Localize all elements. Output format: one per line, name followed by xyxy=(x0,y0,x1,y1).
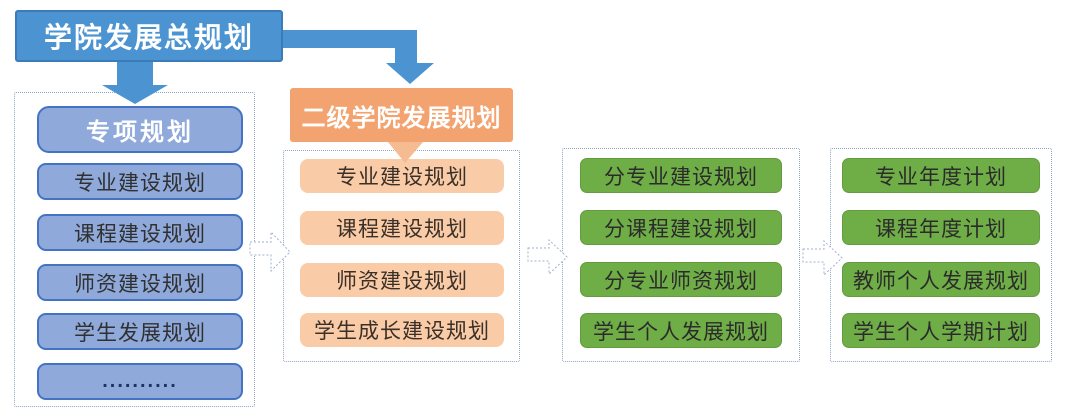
special-plan-item: 学生发展规划 xyxy=(37,313,243,350)
secondary-college-plan-box: 二级学院发展规划 xyxy=(290,88,513,142)
elbow-arrow-icon xyxy=(283,30,434,84)
sub-plan-item: 分专业师资规划 xyxy=(580,262,782,297)
special-plan-item: 课程建设规划 xyxy=(37,214,243,251)
sub-plan-item: 分课程建设规划 xyxy=(580,210,782,245)
special-plans-header: 专项规划 xyxy=(37,106,243,153)
college-plan-item: 课程建设规划 xyxy=(300,211,504,245)
sub-plan-item: 学生个人发展规划 xyxy=(580,313,782,348)
annual-plan-item: 学生个人学期计划 xyxy=(842,313,1040,348)
special-plan-item: 专业建设规划 xyxy=(37,163,243,200)
root-plan-box: 学院发展总规划 xyxy=(15,10,283,62)
sub-plan-item: 分专业建设规划 xyxy=(580,158,782,193)
college-plan-item: 师资建设规划 xyxy=(300,263,504,297)
college-plan-item: 学生成长建设规划 xyxy=(300,313,504,347)
annual-plan-item: 专业年度计划 xyxy=(842,158,1040,193)
annual-plan-item: 课程年度计划 xyxy=(842,210,1040,245)
special-plan-item: 师资建设规划 xyxy=(37,264,243,301)
college-plan-item: 专业建设规划 xyxy=(300,159,504,193)
special-plan-ellipsis-item: .......... xyxy=(37,363,243,400)
annual-plan-item: 教师个人发展规划 xyxy=(842,262,1040,297)
